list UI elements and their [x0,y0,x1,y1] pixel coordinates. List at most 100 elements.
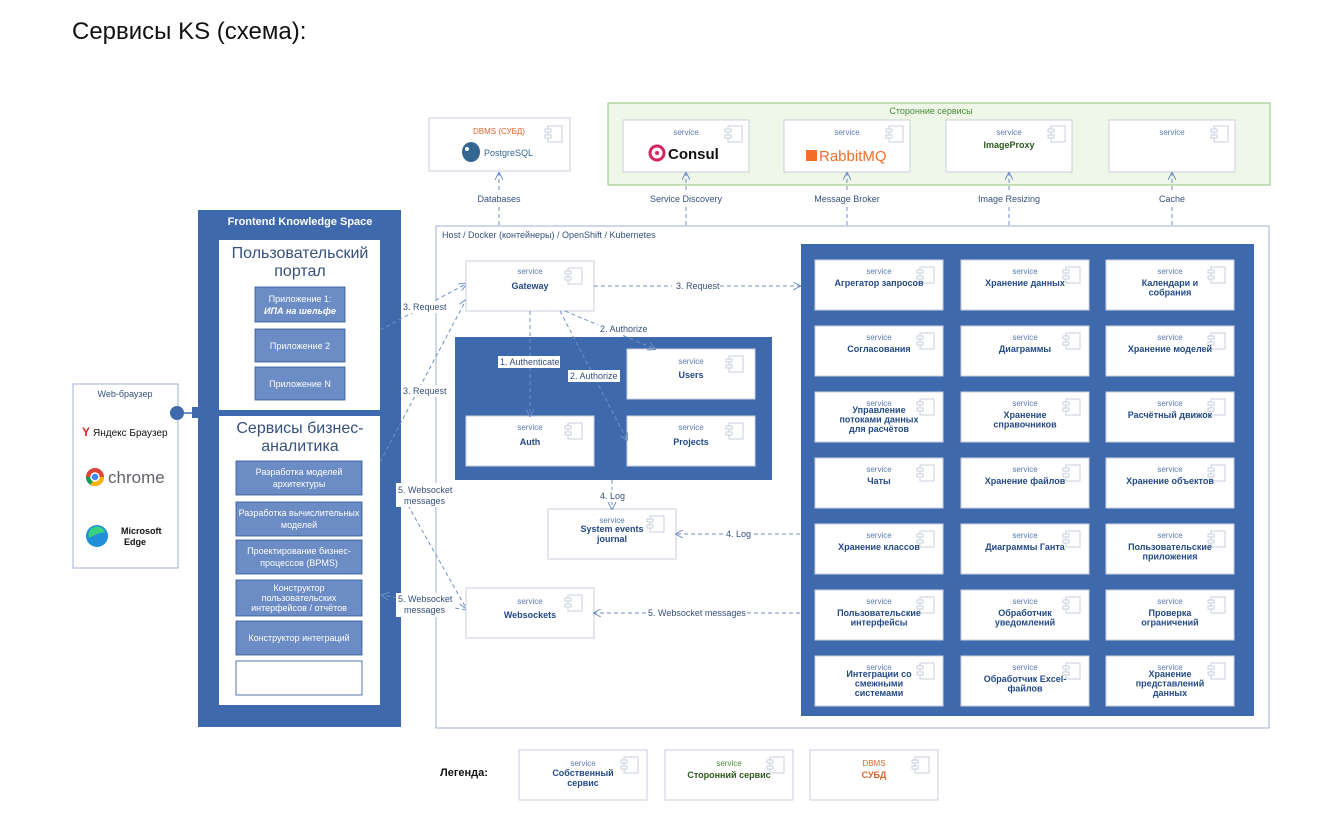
service-tag: service [1012,663,1038,672]
svg-text:Конструктор: Конструктор [273,583,324,593]
svg-text:service: service [570,759,596,768]
svg-text:Edge: Edge [124,537,146,547]
third-party-rabbitmq: service RabbitMQ [783,119,911,173]
service-name: потоками данных [840,415,919,425]
svg-text:Auth: Auth [520,437,541,447]
svg-text:Сервисы бизнес-: Сервисы бизнес- [236,420,363,437]
service-name: Согласования [847,344,910,354]
svg-text:Среда совместной работы и: Среда совместной работы и [240,668,359,678]
svg-text:service: service [678,423,704,432]
frontend-connector-port [192,407,203,418]
svg-text:Собственный: Собственный [552,768,613,778]
svg-text:Легенда:: Легенда: [440,767,488,779]
service-name: уведомлений [995,618,1055,628]
service-tag: service [866,399,892,408]
auth-service: service Auth [465,415,595,467]
service-name: Агрегатор запросов [835,278,924,288]
svg-text:пользовательских: пользовательских [262,593,337,603]
svg-text:Приложение N: Приложение N [269,379,331,389]
svg-text:аналитика: аналитика [261,438,339,455]
svg-text:Frontend Knowledge Space: Frontend Knowledge Space [228,216,373,228]
svg-text:PostgreSQL: PostgreSQL [484,148,533,158]
legend-third-party [664,749,794,801]
svg-text:Users: Users [678,370,703,380]
rabbitmq-logo-icon [806,150,817,161]
service-name: Чаты [867,476,891,486]
svg-text:Проектирование бизнес-: Проектирование бизнес- [247,546,351,556]
svg-text:Web-браузер: Web-браузер [98,389,153,399]
svg-text:RabbitMQ: RabbitMQ [819,148,887,165]
svg-text:messages: messages [404,496,446,506]
svg-text:Cache: Cache [1159,194,1185,204]
service-name: Диаграммы Ганта [985,542,1066,552]
svg-text:3. Request: 3. Request [403,386,447,396]
service-name: Обработчик [998,608,1052,618]
service-name: Хранение [1149,669,1192,679]
svg-text:3. Request: 3. Request [403,302,447,312]
svg-text:service: service [716,759,742,768]
svg-text:Websockets: Websockets [504,610,556,620]
third-party-consul: service Consul [622,119,750,173]
svg-text:Разработка вычислительных: Разработка вычислительных [239,508,360,518]
service-name: ограничений [1141,618,1198,628]
service-name: Диаграммы [999,344,1052,354]
page-title: Сервисы KS (схема): [72,18,307,45]
svg-text:5. Websocket messages: 5. Websocket messages [648,608,746,618]
service-name: представлений [1136,679,1204,689]
third-party-imageproxy: service ImageProxy [945,119,1073,173]
svg-text:service: service [517,423,543,432]
svg-text:Microsoft: Microsoft [121,526,162,536]
service-tag: service [866,267,892,276]
svg-text:service: service [517,597,543,606]
svg-text:ImageProxy: ImageProxy [983,140,1034,150]
svg-text:2. Authorize: 2. Authorize [570,371,618,381]
svg-text:3. Request: 3. Request [676,281,720,291]
svg-text:интерфейсов / отчётов: интерфейсов / отчётов [251,603,347,613]
browser-connector-dot [170,406,184,420]
svg-text:1. Authenticate: 1. Authenticate [500,357,560,367]
service-name: файлов [1007,684,1043,694]
edge-icon [86,525,108,547]
svg-text:СУБД: СУБД [862,770,887,780]
websockets-service: service Websockets [465,587,595,639]
svg-text:service: service [678,357,704,366]
journal-service: service System events journal [547,508,677,560]
service-name: системами [855,688,904,698]
svg-text:service: service [599,516,625,525]
third-party-group-title: Сторонние сервисы [889,106,972,116]
svg-text:Image Resizing: Image Resizing [978,194,1040,204]
service-tag: service [1157,531,1183,540]
service-name: Пользовательские [837,608,921,618]
svg-text:Яндекс Браузер: Яндекс Браузер [93,428,168,439]
svg-text:Service Discovery: Service Discovery [650,194,723,204]
svg-text:5. Websocket: 5. Websocket [398,594,453,604]
service-name: Хранение моделей [1128,344,1212,354]
service-name: интерфейсы [851,618,908,628]
service-name: Управление [852,405,905,415]
service-tag: service [866,465,892,474]
service-name: Хранение [1004,410,1047,420]
svg-text:Сторонний сервис: Сторонний сервис [687,770,770,780]
service-name: Хранение объектов [1126,476,1214,486]
svg-text:Конструктор интеграций: Конструктор интеграций [248,633,349,643]
projects-service: service Projects [626,415,756,467]
svg-text:Разработка моделей: Разработка моделей [256,467,343,477]
svg-text:Приложение 1:: Приложение 1: [269,294,332,304]
top-connectors: Databases Service Discovery Message Brok… [474,173,1188,225]
service-name: данных [1153,688,1187,698]
third-party-cache: service [1108,119,1236,173]
